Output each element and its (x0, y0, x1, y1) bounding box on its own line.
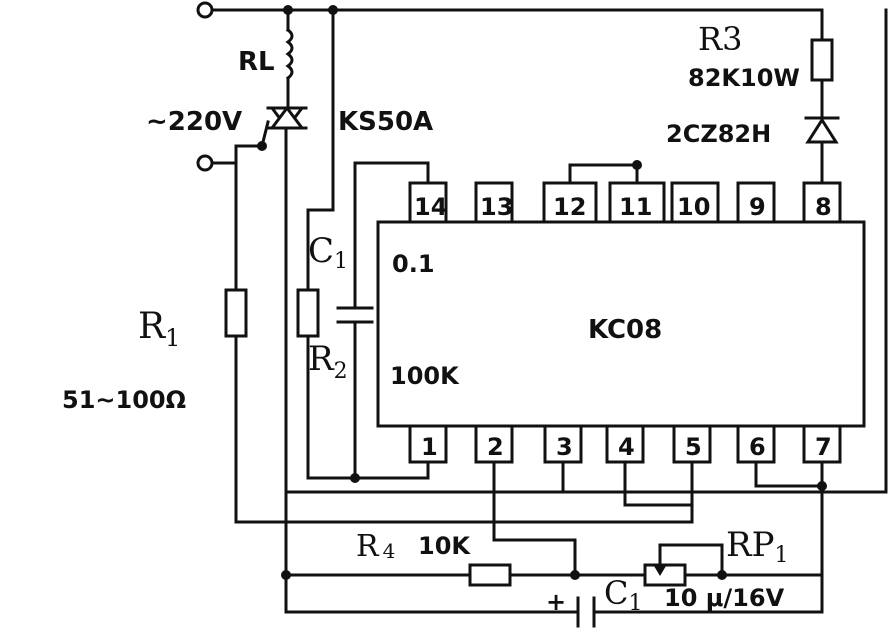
capacitor-c1-bottom (576, 596, 596, 628)
pin-label-12: 12 (553, 193, 586, 221)
pin-4 (605, 424, 645, 464)
wires (210, 8, 888, 614)
r4-value-label: 10K (418, 532, 471, 560)
triac-ks50a (266, 105, 308, 131)
potentiometer-wiper-arrow (654, 566, 666, 576)
resistor-r3 (810, 38, 834, 82)
c1-bottom-subscript: 1 (628, 591, 642, 616)
pin-12 (542, 181, 598, 224)
r2-subscript: 2 (334, 359, 348, 384)
supply-label: ~220V (146, 107, 242, 137)
junctions (257, 5, 827, 580)
rp1-name-label: RP1 (726, 525, 788, 568)
chip-kc08-body (376, 220, 866, 428)
pin-9 (736, 181, 776, 224)
r2-letter: R (308, 339, 335, 379)
pin-14 (408, 181, 448, 224)
triac-label: KS50A (338, 107, 433, 137)
relay-coil-rl (285, 27, 294, 81)
pin-3 (543, 424, 583, 464)
rp1-subscript: 1 (774, 543, 788, 568)
relay-label: RL (238, 47, 275, 77)
c1-top-subscript: 1 (334, 249, 348, 274)
pin-label-2: 2 (487, 433, 504, 461)
r2-name-label: R2 (308, 339, 348, 384)
potentiometer-rp1 (643, 563, 687, 587)
pin-6 (736, 424, 776, 464)
capacitor-c1-top (336, 293, 374, 324)
c1-top-letter: C (308, 231, 334, 271)
chip-name: KC08 (588, 315, 662, 345)
pin-10 (670, 181, 720, 224)
pin-5 (672, 424, 712, 464)
pin-2 (474, 424, 514, 464)
pin-label-14: 14 (414, 193, 447, 221)
pin-label-1: 1 (421, 433, 438, 461)
pin-label-10: 10 (677, 193, 710, 221)
r1-name-label: R1 (138, 306, 180, 352)
r1-subscript: 1 (165, 324, 180, 352)
r3-name-label: R3 (698, 20, 742, 58)
chip-top-pins: 14 13 12 11 10 9 8 (408, 181, 842, 224)
pin-11 (608, 181, 666, 224)
chip-res-label: 100K (390, 362, 460, 390)
pin-1 (408, 424, 448, 464)
c1-bottom-letter: C (604, 574, 628, 612)
c1-bottom-polarity: + (546, 588, 566, 616)
diode-2cz82h (804, 116, 840, 144)
pin-label-7: 7 (815, 433, 832, 461)
pin-label-13: 13 (480, 193, 513, 221)
r1-value-label: 51~100Ω (62, 386, 186, 414)
chip-cap-label: 0.1 (392, 250, 435, 278)
pin-7 (802, 424, 842, 464)
pin-8 (802, 181, 842, 224)
pin-label-4: 4 (618, 433, 635, 461)
rp1-letter: RP (726, 525, 774, 565)
supply-terminal-bottom (196, 154, 214, 172)
resistor-r1 (224, 288, 248, 338)
pin-label-3: 3 (556, 433, 573, 461)
pin-label-9: 9 (749, 193, 766, 221)
c1-top-label: C1 (308, 231, 348, 274)
pin-label-8: 8 (815, 193, 832, 221)
c1-bottom-value-label: 10 μ/16V (664, 584, 785, 612)
r1-letter: R (138, 306, 166, 347)
resistor-r2 (296, 288, 320, 338)
r4-subscript: 4 (383, 539, 396, 563)
resistor-r4 (468, 563, 512, 587)
supply-terminal-top (196, 1, 214, 19)
pin-13 (474, 181, 514, 224)
chip-bottom-pins: 1 2 3 4 5 6 7 (408, 424, 842, 464)
pin-label-6: 6 (749, 433, 766, 461)
r4-letter: R (356, 529, 380, 564)
pin-label-5: 5 (685, 433, 702, 461)
pin-label-11: 11 (619, 193, 652, 221)
diode-label: 2CZ82H (666, 120, 771, 148)
r3-value-label: 82K10W (688, 64, 800, 92)
c1-bottom-label: C1 (604, 574, 642, 616)
